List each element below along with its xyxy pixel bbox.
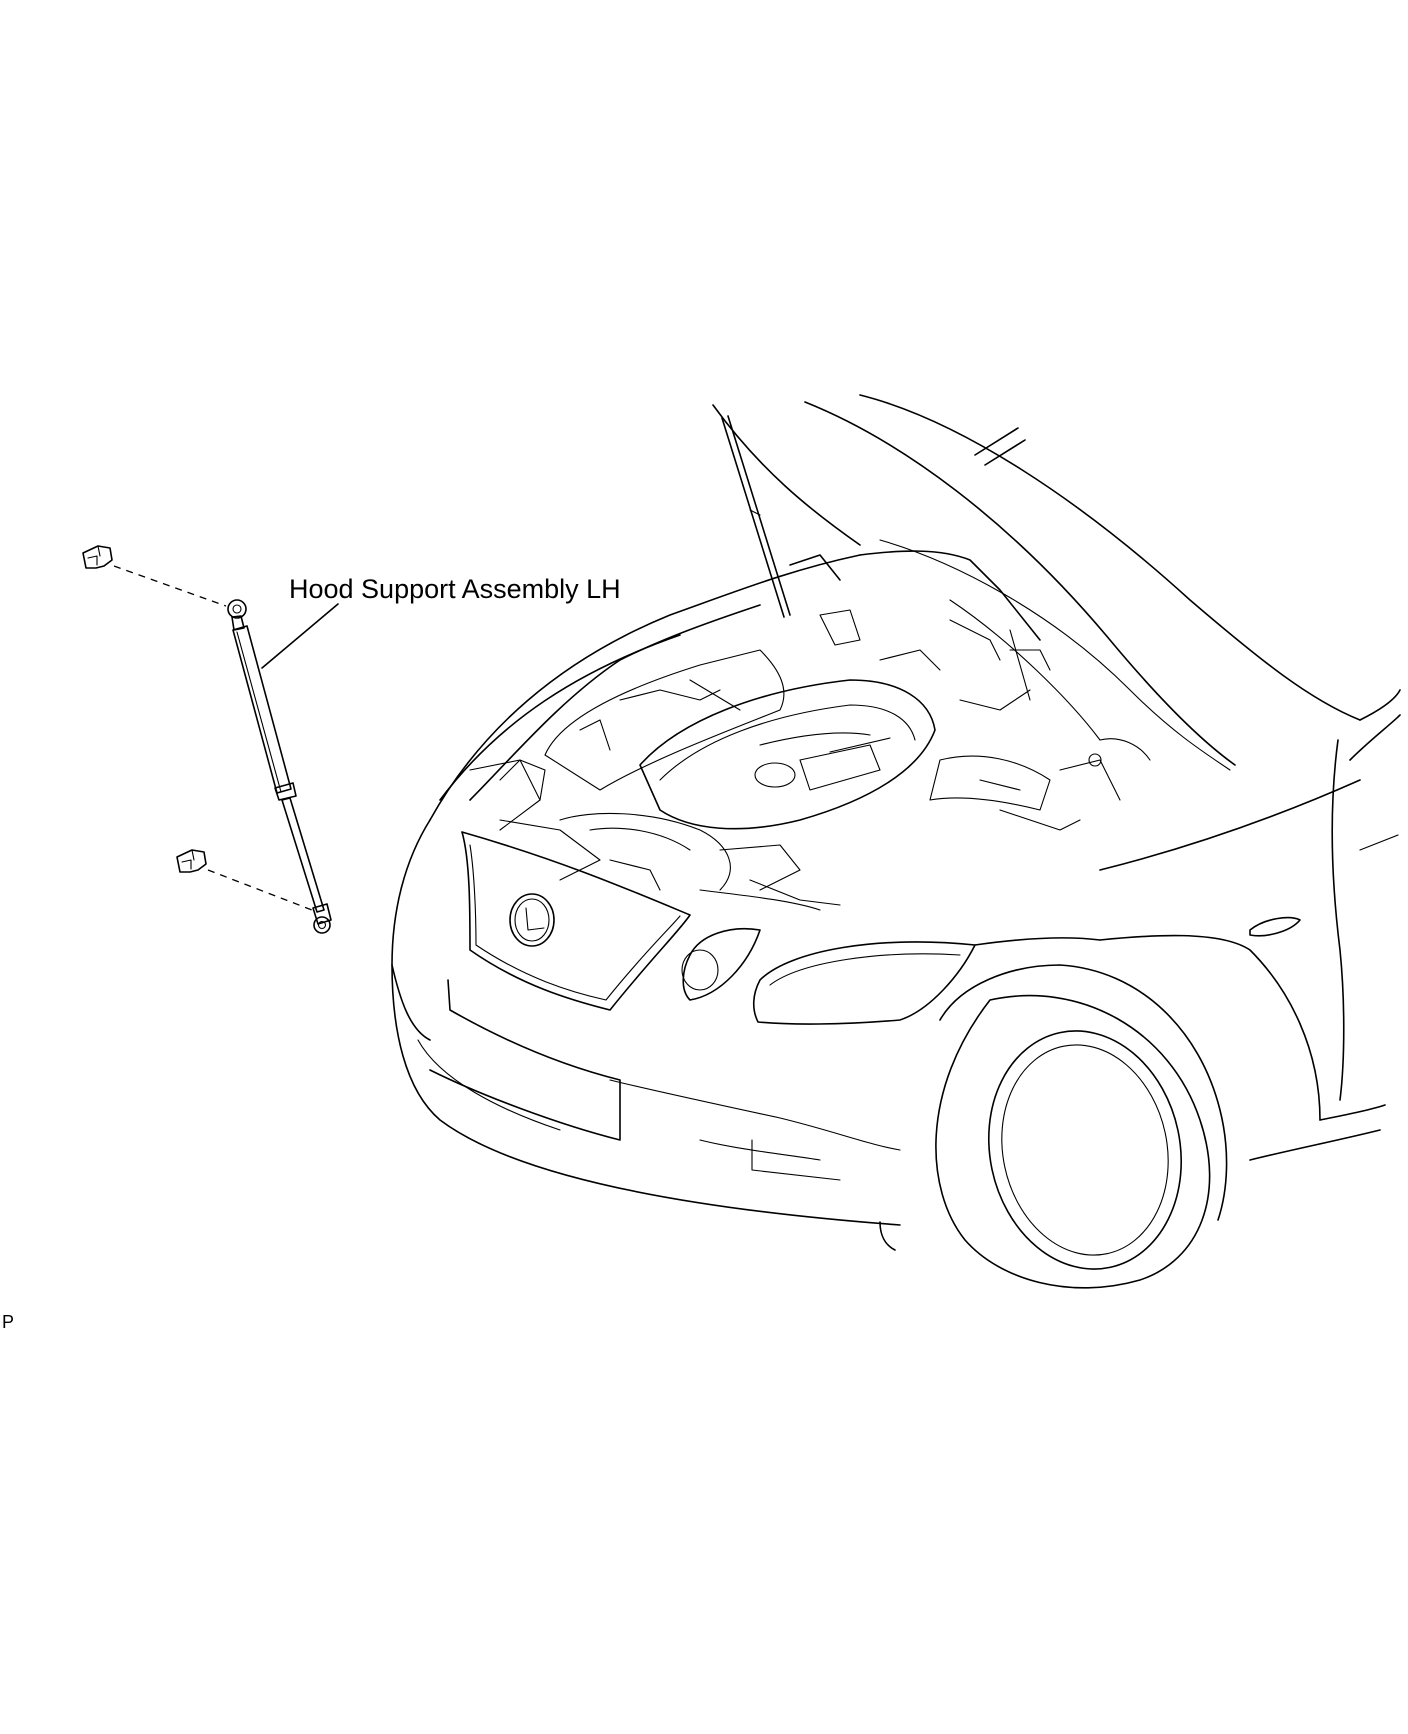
corner-mark: P bbox=[2, 1312, 14, 1332]
left-headlight bbox=[682, 927, 761, 1001]
callout-label: Hood Support Assembly LH bbox=[289, 574, 621, 604]
gas-strut bbox=[227, 599, 332, 934]
lexus-emblem-icon bbox=[509, 893, 555, 947]
vehicle-illustration bbox=[391, 394, 1401, 1289]
car-body bbox=[391, 550, 1401, 1289]
hood-support-assembly-lh: Hood Support Assembly LH bbox=[82, 545, 621, 934]
lower-alignment-line bbox=[207, 869, 313, 911]
right-headlight bbox=[752, 941, 976, 1025]
raised-hood bbox=[712, 394, 1361, 771]
front-wheel bbox=[935, 964, 1228, 1289]
engine-bay bbox=[469, 609, 1151, 911]
side-marker-light bbox=[1249, 916, 1301, 937]
lower-clip-icon bbox=[176, 849, 207, 873]
callout-leader-line bbox=[261, 603, 339, 669]
upper-clip-icon bbox=[82, 545, 113, 569]
upper-alignment-line bbox=[113, 565, 227, 607]
